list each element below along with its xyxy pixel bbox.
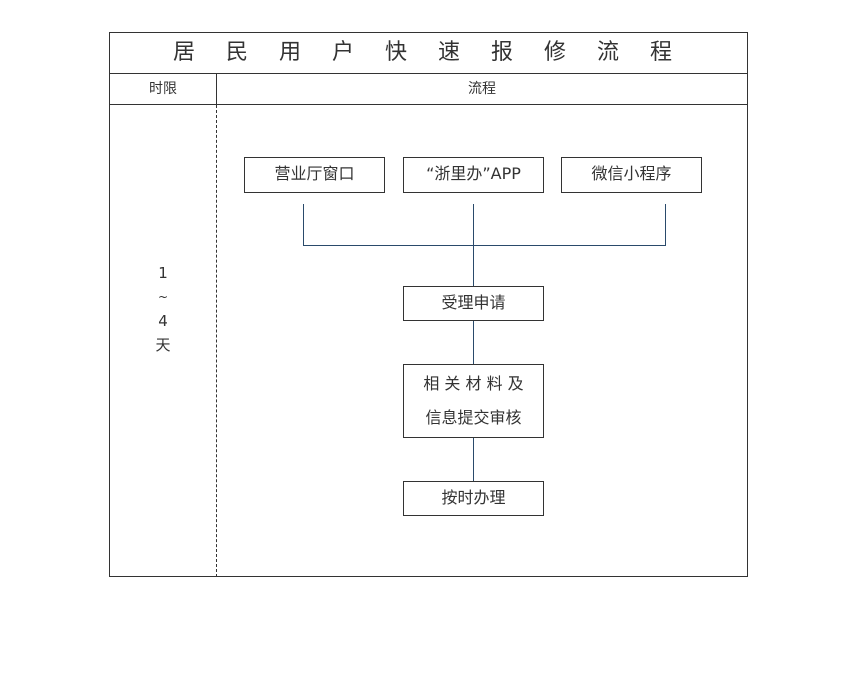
step-box-accept-application: 受理申请 [403, 286, 544, 321]
title-divider [110, 73, 747, 74]
connector-submit-to-handle [473, 437, 474, 481]
header-divider [110, 104, 747, 105]
column-divider-dashed [216, 105, 217, 577]
time-limit-line-1: 1 [158, 264, 168, 282]
page-title: 居 民 用 户 快 速 报 修 流 程 [173, 40, 684, 65]
connector-channel-1 [303, 204, 304, 246]
time-limit-line-2: ~ [157, 290, 169, 304]
time-limit-value: 1 ~ 4 天 [110, 261, 216, 357]
header-column-divider [216, 74, 217, 104]
time-limit-line-3: 4 [158, 312, 168, 330]
connector-channel-3 [665, 204, 666, 246]
channel-box-zheliban-app: “浙里办”APP [403, 157, 544, 193]
connector-accept-to-submit [473, 320, 474, 364]
step-box-handle-on-time: 按时办理 [403, 481, 544, 516]
step-submit-line-1: 相 关 材 料 及 [423, 374, 524, 393]
connector-horizontal-merge [303, 245, 666, 246]
header-flow: 流程 [468, 81, 496, 97]
channel-box-wechat-miniprogram: 微信小程序 [561, 157, 702, 193]
step-box-submit-review: 相 关 材 料 及 信息提交审核 [403, 364, 544, 438]
flow-table: 居 民 用 户 快 速 报 修 流 程 时限 流程 1 ~ 4 天 营业厅窗口 … [109, 32, 748, 577]
time-limit-line-4: 天 [155, 336, 171, 354]
channel-box-service-hall: 营业厅窗口 [244, 157, 385, 193]
header-time-limit: 时限 [149, 81, 177, 97]
step-submit-line-2: 信息提交审核 [425, 408, 522, 427]
